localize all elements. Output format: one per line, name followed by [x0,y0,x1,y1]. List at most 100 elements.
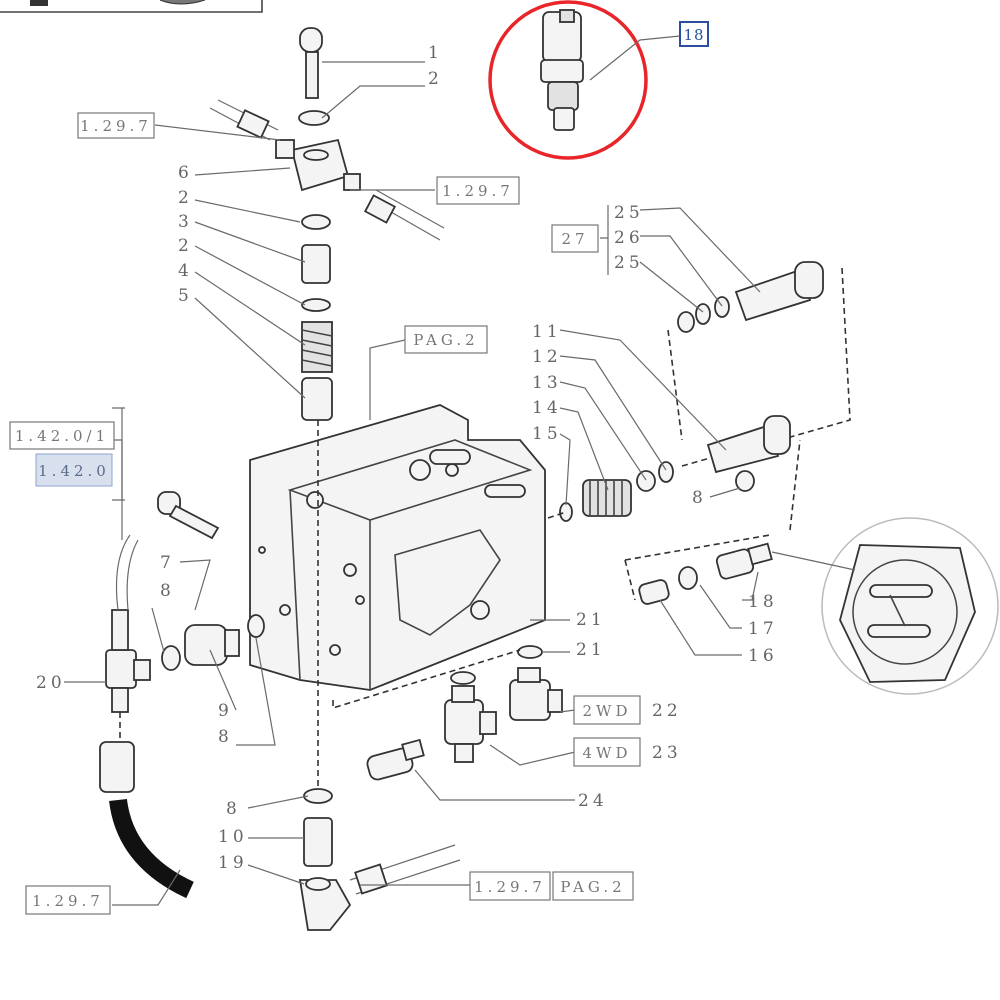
callout-6: 6 [178,163,193,183]
svg-text:27: 27 [561,230,588,248]
hose-top-left [209,99,279,141]
callout-8: 8 [226,799,241,819]
washer-part-2-top [298,110,330,126]
svg-text:1.29.7: 1.29.7 [442,182,514,200]
ref-box-1297-right[interactable]: 1.29.7 [436,176,520,205]
callout-2: 2 [178,188,193,208]
hose-top-right [363,189,445,241]
callout-numbers: 1 2 6 2 3 2 4 5 25 26 25 11 12 13 14 15 … [36,43,778,873]
tee-fitting-part-20 [105,609,151,713]
pipe-upper-left [115,534,139,611]
callout-21: 21 [576,640,606,660]
spring-part-4 [301,321,333,373]
callout-10: 10 [218,827,248,847]
banjo-fitting-part-6 [275,138,361,192]
hose-lower-left [99,741,194,899]
lower-frame-outline [332,649,521,710]
callout-4: 4 [178,261,193,281]
leader-18-top [589,35,681,81]
oring-part-8-right [735,470,755,492]
ref-box-4wd[interactable]: 4WD [573,737,641,767]
ref-box-pag2-center[interactable]: PAG.2 [404,325,488,354]
callout-21: 21 [576,610,606,630]
sensor-detail-inset [771,517,999,695]
callout-25: 25 [614,203,644,223]
callout-8: 8 [218,727,233,747]
svg-text:4WD: 4WD [583,744,632,762]
callout-16: 16 [748,646,778,666]
spool-part-11 [706,415,791,474]
callout-2: 2 [428,69,443,89]
svg-text:1.29.7: 1.29.7 [474,878,546,896]
svg-text:1.42.0: 1.42.0 [38,462,110,480]
elbow-part-22 [509,667,563,721]
callout-18: 18 [748,592,778,612]
callout-14: 14 [532,398,562,418]
washer-part-2-low [301,298,331,312]
callout-8: 8 [160,581,175,601]
ref-box-1420-highlighted[interactable]: 1.42.0 [35,453,113,487]
svg-text:PAG.2: PAG.2 [560,878,625,896]
callout-22: 22 [652,701,682,721]
highlight-circle [488,0,648,160]
svg-text:PAG.2: PAG.2 [413,331,478,349]
oring-part-8-bottom [303,788,333,804]
callout-17: 17 [748,619,778,639]
callout-5: 5 [178,286,193,306]
callout-9: 9 [218,701,233,721]
leader-lines [64,61,761,906]
sensor-part-24 [366,738,425,781]
callout-8: 8 [692,488,707,508]
elbow-part-19 [298,877,352,931]
valve-body [249,404,546,691]
plunger-part-5 [301,377,333,421]
ref-box-1297-bottom[interactable]: 1.29.7 [469,871,551,901]
spring-part-13-15 [559,461,674,522]
callout-23: 23 [652,743,682,763]
selected-part-box-18[interactable]: 18 [679,21,709,47]
adapter-part-10 [303,817,333,867]
spacer-part-3 [301,244,331,284]
callout-25: 25 [614,253,644,273]
svg-text:1.29.7: 1.29.7 [32,892,104,910]
svg-text:18: 18 [683,26,704,44]
callout-15: 15 [532,424,562,444]
fitting-part-9 [161,614,265,671]
svg-text:1.42.0/1: 1.42.0/1 [15,427,109,445]
callout-12: 12 [532,347,562,367]
callout-19: 19 [218,853,248,873]
sleeve-part-16 [638,579,670,605]
callout-3: 3 [178,212,193,232]
ref-box-27[interactable]: 27 [551,224,599,253]
callout-11: 11 [532,322,562,342]
washer-part-17 [678,566,698,590]
oring-part-21-left [450,671,476,685]
ref-box-1297-bottomleft[interactable]: 1.29.7 [25,885,111,915]
sensor-frame-outline [624,439,801,601]
ref-box-2wd[interactable]: 2WD [573,695,641,725]
svg-text:1.29.7: 1.29.7 [80,117,152,135]
washer-part-2-mid [301,214,331,230]
hose-bottom-right [349,844,461,895]
ref-box-1420-1[interactable]: 1.42.0/1 [9,421,115,450]
callout-1: 1 [428,43,443,63]
bolt-part-1 [299,27,323,99]
spool-part-25-26 [677,261,824,333]
bolt-part-7 [157,491,220,540]
callout-26: 26 [614,228,644,248]
ref-box-1297-top[interactable]: 1.29.7 [77,112,155,139]
tee-part-23 [444,685,497,763]
sensor-part-18 [715,542,773,580]
spool-frame-outline [667,267,851,441]
top-left-frame-fragment [0,0,263,13]
callout-20: 20 [36,673,66,693]
spring-axis-line [547,457,711,519]
callout-13: 13 [532,373,562,393]
oring-part-21-right [517,645,543,659]
callout-2: 2 [178,236,193,256]
callout-24: 24 [578,791,608,811]
ref-box-pag2-bottom[interactable]: PAG.2 [552,871,634,901]
callout-7: 7 [160,553,175,573]
highlighted-sensor-part [540,9,584,131]
